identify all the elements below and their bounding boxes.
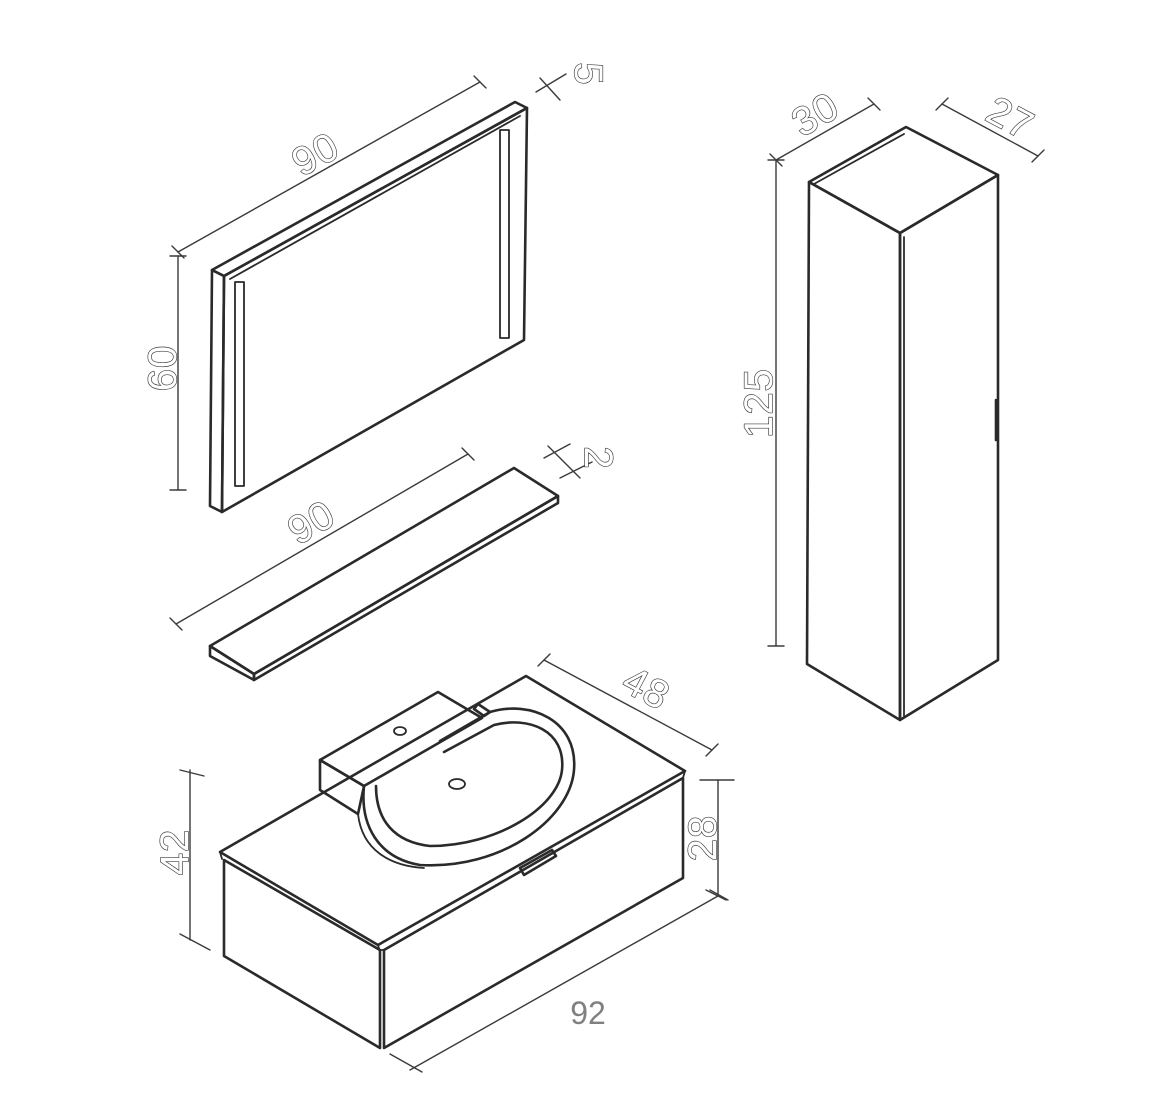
vanity-countertop [218,674,687,947]
mirror-led-strip-left [234,281,245,487]
mirror-front-face [220,106,529,514]
mirror-height-label: 60 [141,345,185,392]
basin-tap-hole [393,726,407,736]
vanity-drawer-front [382,776,685,1050]
vanity-unit [218,674,687,1050]
vanity-cabinet-height-dimension: 28 [680,779,735,901]
tall-cabinet [805,125,1000,722]
vanity-countertop-edge-left [219,851,223,860]
basin-inner-rim [374,721,564,848]
mirror-height-dimension: 60 [140,255,187,491]
vanity-width-dimension: 92 [389,889,729,1073]
basin-deck-top [318,690,484,788]
mirror-depth-dimension: 5 [535,62,611,101]
mirror-width-dimension: 90 [171,75,487,259]
basin-lower-edge [357,813,425,869]
mirror-frame-line [229,115,521,280]
basin-drain [448,778,466,790]
vanity-depth-dimension: 48 [537,653,719,757]
shelf-width-dimension: 90 [169,447,475,631]
mirror-led-strip-right [499,129,510,339]
tall-cabinet-front-face [898,173,1000,722]
vanity-width-label: 92 [570,995,606,1031]
tall-cabinet-depth-label: 27 [979,88,1041,149]
shelf [208,466,560,682]
drawer-handle [518,848,558,877]
tall-cabinet-width-label: 30 [784,84,846,145]
tall-cabinet-height-label: 125 [737,368,781,438]
vanity-total-height-dimension: 42 [152,769,211,951]
vanity-cabinet-height-label: 28 [681,815,725,862]
shelf-width-label: 90 [280,492,342,553]
shelf-thickness-label: 2 [576,446,620,469]
basin-outer-rim [362,707,576,867]
shelf-side-face [208,644,256,682]
vanity-depth-label: 48 [615,658,677,719]
vanity-total-height-label: 42 [153,829,197,876]
tall-cabinet-side-face [805,180,902,722]
washbasin [318,690,576,869]
tall-cabinet-height-dimension: 125 [736,159,785,647]
shelf-front-face [252,494,560,682]
basin-deck-front [318,758,366,816]
mirror-cabinet [208,100,529,514]
tall-cabinet-top-face [807,125,1000,235]
tall-cabinet-top-edge [813,133,905,185]
tall-cabinet-width-dimension: 30 [769,83,881,167]
shelf-thickness-dimension: 2 [543,443,621,479]
mirror-width-label: 90 [285,124,347,185]
vanity-side-panel [222,858,382,1050]
shelf-top-face [208,466,560,676]
mirror-depth-label: 5 [566,62,610,85]
mirror-top-face [210,100,529,278]
